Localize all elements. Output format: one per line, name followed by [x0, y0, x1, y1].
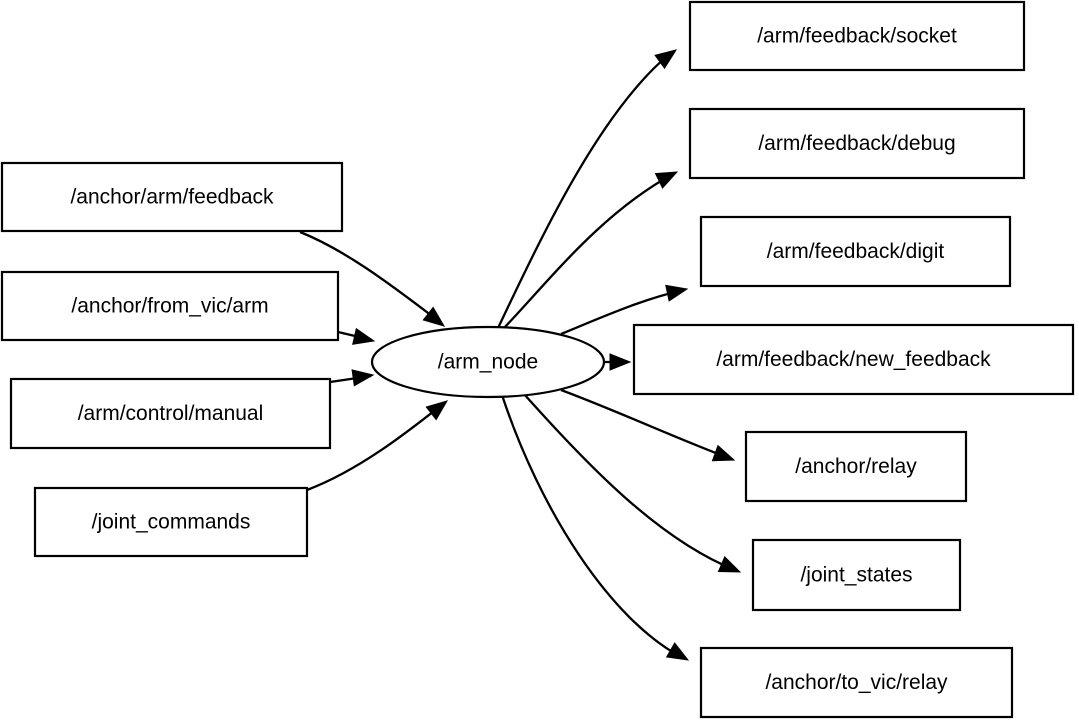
edge-arm_node-to-anchor_to_vic_relay	[500, 394, 684, 660]
topic-node-label: /anchor/from_vic/arm	[71, 295, 268, 318]
topic-node-anchor_relay[interactable]: /anchor/relay	[744, 430, 968, 503]
arrowhead-layer	[351, 49, 742, 661]
topic-node-label: /joint_states	[800, 564, 912, 587]
arrowhead-icon	[711, 444, 736, 462]
topic-node-label: /anchor/to_vic/relay	[765, 671, 948, 694]
arrowhead-icon	[654, 49, 678, 70]
topic-node-label: /arm/feedback/socket	[757, 25, 957, 48]
arrowhead-icon	[609, 353, 632, 371]
arrowhead-icon	[425, 400, 449, 421]
topic-node-anchor_from_vic_arm[interactable]: /anchor/from_vic/arm	[0, 270, 340, 342]
topic-node-label: /joint_commands	[92, 511, 251, 534]
topic-node-arm_feedback_socket[interactable]: /arm/feedback/socket	[688, 0, 1026, 72]
center-node-arm_node[interactable]: /arm_node	[370, 325, 606, 399]
topic-node-rect	[744, 430, 968, 503]
arrowhead-icon	[352, 327, 376, 345]
topic-node-label: /arm/control/manual	[78, 402, 264, 425]
topic-node-arm_feedback_digit[interactable]: /arm/feedback/digit	[699, 215, 1012, 288]
topic-node-arm_feedback_debug[interactable]: /arm/feedback/debug	[688, 107, 1026, 180]
topic-node-label: /anchor/relay	[795, 455, 917, 478]
topic-node-rect	[699, 215, 1012, 288]
edge-arm_node-to-anchor_relay	[560, 388, 730, 460]
topic-node-rect	[688, 0, 1026, 72]
arrowhead-icon	[351, 369, 375, 387]
topic-node-rect	[632, 323, 1075, 396]
arrowhead-icon	[717, 555, 742, 573]
topic-node-rect	[751, 538, 962, 612]
arrowhead-icon	[665, 642, 690, 661]
topic-node-rect	[9, 377, 332, 450]
arrowhead-icon	[422, 306, 446, 327]
topic-node-rect	[688, 107, 1026, 180]
topic-node-joint_states[interactable]: /joint_states	[751, 538, 962, 612]
topic-node-label: /arm/feedback/new_feedback	[716, 348, 991, 371]
edge-arm_node-to-arm_feedback_debug	[503, 172, 674, 329]
arrowhead-icon	[665, 284, 689, 302]
center-node-ellipse	[370, 325, 606, 399]
topic-node-label: /arm/feedback/debug	[758, 132, 955, 155]
topic-node-arm_control_manual[interactable]: /arm/control/manual	[9, 377, 332, 450]
arrowhead-icon	[654, 171, 679, 189]
edge-arm_node-to-arm_feedback_socket	[496, 51, 673, 329]
topic-node-joint_commands[interactable]: /joint_commands	[33, 486, 309, 558]
edge-anchor_arm_feedback-to-arm_node	[299, 230, 441, 323]
edge-arm_node-to-joint_states	[523, 393, 736, 572]
topic-node-anchor_to_vic_relay[interactable]: /anchor/to_vic/relay	[699, 646, 1014, 719]
topic-node-rect	[33, 486, 309, 558]
topic-node-label: /anchor/arm/feedback	[70, 186, 274, 209]
topic-node-anchor_arm_feedback[interactable]: /anchor/arm/feedback	[0, 161, 344, 233]
topic-node-arm_feedback_new_feedback[interactable]: /arm/feedback/new_feedback	[632, 323, 1075, 396]
topic-node-rect	[699, 646, 1014, 719]
center-node-label: /arm_node	[438, 351, 538, 374]
topic-node-label: /arm/feedback/digit	[767, 240, 945, 263]
topic-node-rect	[0, 270, 340, 342]
edge-layer	[299, 51, 736, 660]
topic-node-rect	[0, 161, 344, 233]
